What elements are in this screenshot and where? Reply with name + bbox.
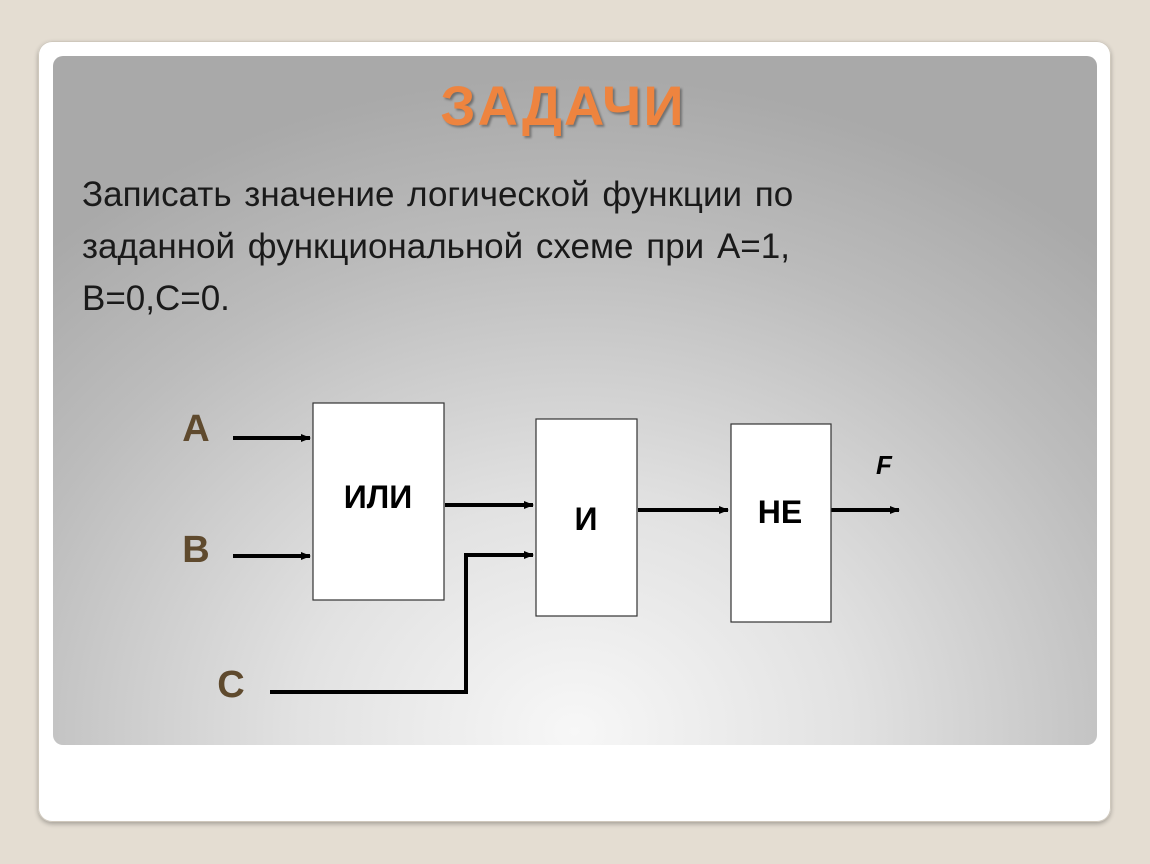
input-b-label: В	[182, 529, 209, 571]
or-gate-label: ИЛИ	[344, 479, 412, 515]
slide-title: ЗАДАЧИ	[440, 74, 686, 137]
not-gate-box	[730, 423, 832, 623]
and-gate-box	[535, 418, 638, 617]
task-line-3: В=0,С=0.	[82, 279, 230, 318]
and-gate-label: И	[575, 501, 598, 537]
input-a-label: А	[182, 408, 209, 450]
wire-c	[270, 551, 534, 694]
or-gate-box	[312, 402, 445, 601]
task-line-2: заданной функциональной схеме при А=1,	[82, 227, 790, 266]
slide-content-area	[53, 56, 1097, 745]
not-gate-label: НЕ	[758, 494, 802, 530]
output-f-label: F	[876, 450, 893, 480]
task-line-1: Записать значение логической функции по	[82, 175, 794, 214]
task-text: Записать значение логической функции по …	[82, 169, 1002, 325]
input-c-label: С	[217, 664, 244, 706]
